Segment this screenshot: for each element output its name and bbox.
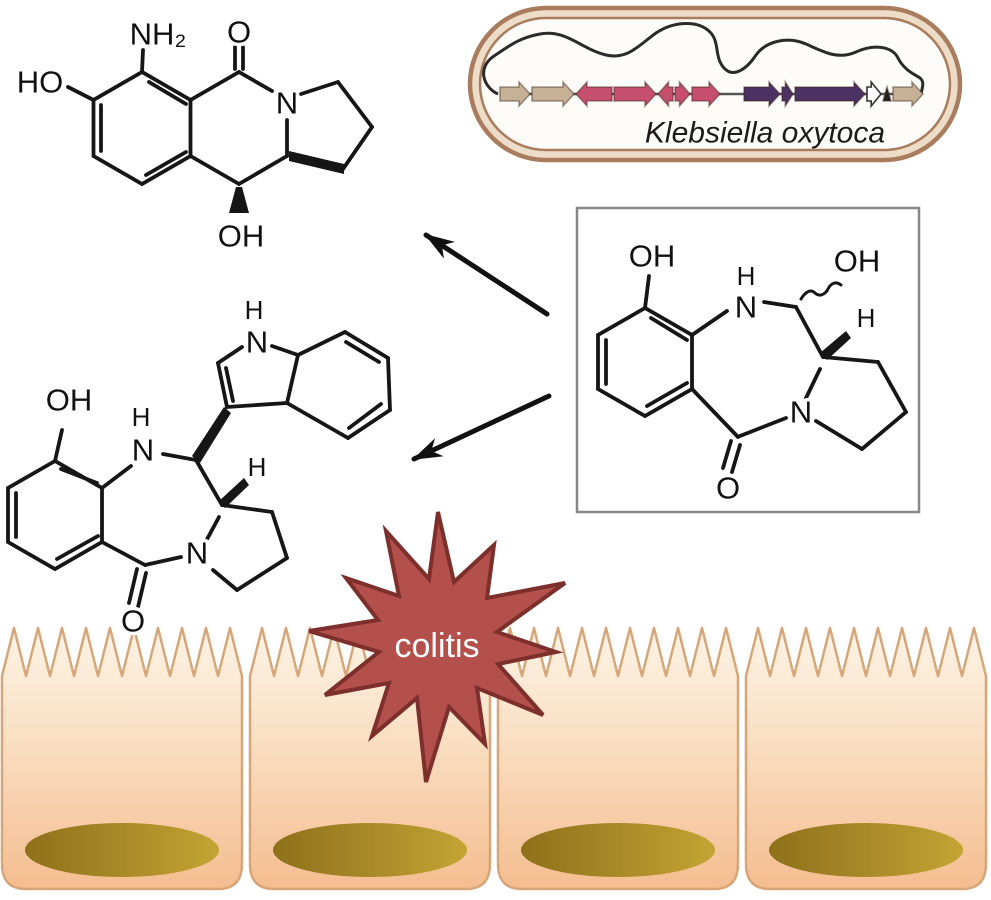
atom-label-n4: N [186, 536, 208, 571]
arrow-to-tilimycin [423, 232, 550, 317]
atom-label-n10: N [735, 290, 757, 325]
molecule-tilimycin: NH₂ O HO N OH [13, 11, 374, 257]
chromosome-squiggle [482, 22, 925, 96]
atom-label-phenol: OH [629, 239, 676, 274]
epithelial-cell [496, 626, 740, 891]
atom-label-n10: N [132, 433, 154, 468]
species-label: Klebsiella oxytoca [645, 117, 885, 150]
tilimycin-skeleton [66, 45, 374, 187]
gene-arrow-pink [656, 79, 674, 109]
precursor-panel: OH H N OH H N O [575, 206, 921, 514]
atom-label-n4: N [790, 395, 812, 430]
precursor-stereo-wedges [820, 331, 851, 360]
atom-label-nh: H [737, 261, 756, 291]
atom-label-indole-n: N [246, 325, 268, 360]
atom-label-carbonyl: O [716, 471, 740, 506]
atom-label-c11-oh: OH [834, 244, 881, 279]
gene-cluster [499, 79, 925, 109]
gene-arrow-tan [892, 79, 925, 109]
colitis-burst: colitis [308, 511, 567, 783]
gene-arrow-pink [613, 79, 658, 109]
epithelial-cell [744, 626, 988, 891]
tilivalline-skeleton [6, 330, 392, 609]
molecule-tilivalline: OH H N H N H N O [6, 292, 392, 642]
precursor-skeleton [596, 274, 908, 474]
atom-label-indole-h: H [245, 295, 264, 325]
reaction-arrows [411, 232, 552, 462]
atom-label-hydroxyl: OH [218, 219, 265, 254]
tilivalline-stereo-wedges [192, 407, 249, 508]
atom-label-stereo-h: H [248, 452, 267, 482]
epithelial-cell [0, 626, 244, 891]
atom-label-phenol: OH [46, 383, 93, 418]
atom-label-nh: H [132, 402, 151, 432]
gene-arrow-pink [674, 79, 692, 109]
gene-arrow-purple [794, 79, 867, 109]
gene-arrow-pink [691, 79, 722, 109]
gene-arrow-tan [531, 79, 576, 109]
atom-label-carbonyl: O [227, 15, 251, 50]
atom-label-carbonyl: O [121, 604, 145, 639]
gene-arrow-white [866, 79, 883, 109]
atom-label-stereo-h: H [857, 303, 876, 333]
atom-label-nitrogen: N [276, 86, 298, 121]
gene-arrow-purple [781, 79, 794, 109]
colitis-label: colitis [394, 627, 479, 665]
atom-label-amine: NH₂ [130, 17, 187, 52]
atom-label-phenol: HO [17, 65, 64, 100]
bacterium: Klebsiella oxytoca [467, 5, 963, 163]
gene-arrow-purple [743, 79, 782, 109]
gene-arrow-pink [574, 79, 613, 109]
gene-arrow-tan [499, 79, 532, 109]
gene-arrow-black [881, 84, 893, 102]
tilimycin-stereo-wedges [229, 151, 344, 213]
arrow-to-tilivalline [411, 393, 552, 462]
colitis-star [308, 511, 567, 783]
